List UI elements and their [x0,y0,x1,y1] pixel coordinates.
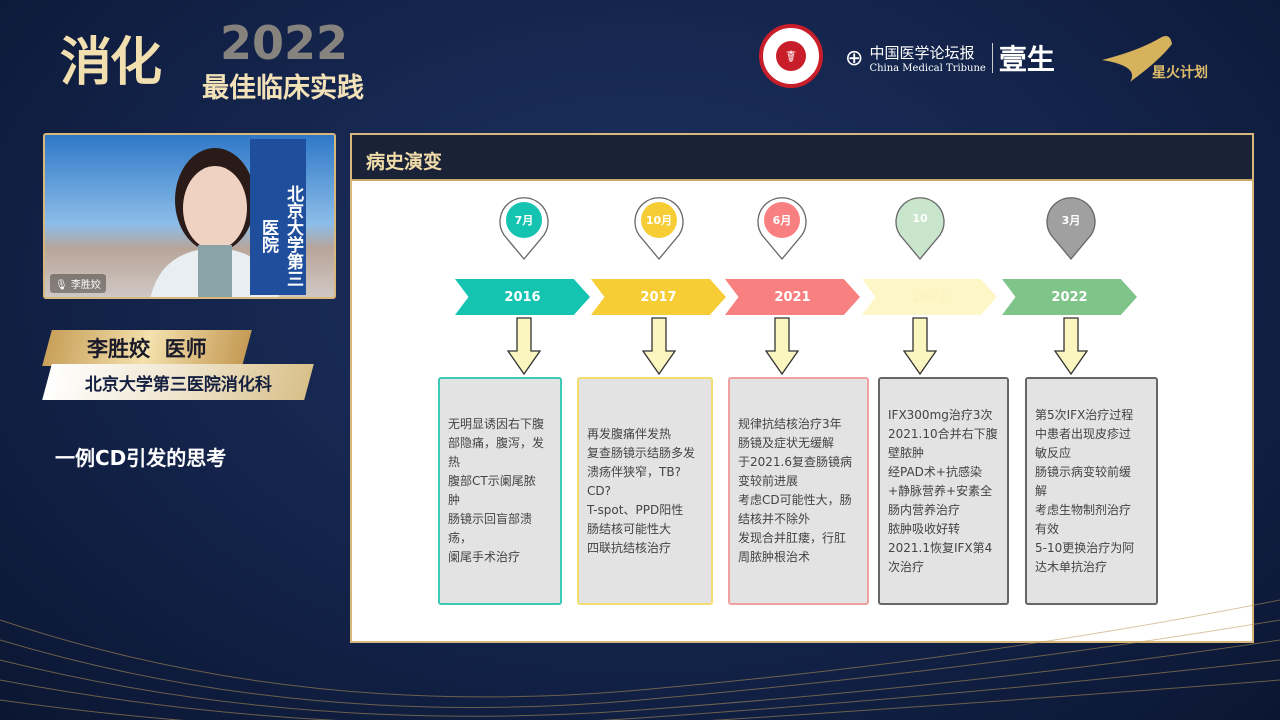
event-description: 再发腹痛伴发热 复查肠镜示结肠多发 溃疡伴狭窄，TB? CD? T-spot、P… [587,426,696,555]
timeline-year: 2017 [591,279,726,315]
timeline-month: 10月 [645,214,673,227]
timeline-year: 2021 [862,279,997,315]
map-pin-icon: 7月 [496,195,552,261]
arrow-down-icon [764,317,800,376]
event-subtitle: 最佳临床实践 [202,73,364,104]
timeline-year: 2022 [1002,279,1137,315]
arrow-down-icon [506,317,542,376]
timeline-event-box: 无明显诱因右下腹 部隐痛，腹泻，发 热 腹部CT示阑尾脓 肿 肠镜示回盲部溃 疡… [438,377,562,605]
hospital-logo: ☤ [756,24,826,92]
arrow-down-icon [1053,317,1089,376]
map-pin-icon: 10月 [631,195,687,261]
event-description: IFX300mg治疗3次 2021.10合并右下腹 壁脓肿 经PAD术+抗感染 … [888,407,998,574]
timeline-month: 7月 [514,214,534,227]
event-description: 无明显诱因右下腹 部隐痛，腹泻，发 热 腹部CT示阑尾脓 肿 肠镜示回盲部溃 疡… [448,417,545,564]
microphone-icon: 🎙 [55,280,68,291]
event-year: 2022 [220,16,349,70]
presentation-slide: 病史演变 7月 2016 无明显诱因右下腹 部隐痛，腹泻，发 热 腹部CT示阑尾脓 … [350,133,1254,643]
event-title-main: 消化 [60,32,162,93]
slide-title: 病史演变 [352,135,1252,181]
speaker-affiliation-plate: 北京大学第三医院消化科 [42,364,314,400]
timeline-month: 6月 [772,214,792,227]
timeline-year: 2021 [725,279,860,315]
timeline-month: 10 [912,212,928,225]
event-description: 规律抗结核治疗3年 肠镜及症状无缓解 于2021.6复查肠镜病 变较前进展 考虑… [738,417,852,564]
talk-topic: 一例CD引发的思考 [55,446,227,470]
map-pin-icon: 6月 [754,195,810,261]
arrow-down-icon [902,317,938,376]
timeline-event-box: 第5次IFX治疗过程 中患者出现皮疹过 敏反应 肠镜示病变较前缓 解 考虑生物制… [1025,377,1158,605]
timeline-event-box: 规律抗结核治疗3年 肠镜及症状无缓解 于2021.6复查肠镜病 变较前进展 考虑… [728,377,869,605]
hospital-banner: 北京大学第三医院 [250,139,306,295]
speaker-image [150,148,280,297]
arrow-down-icon [641,317,677,376]
timeline-event-box: 再发腹痛伴发热 复查肠镜示结肠多发 溃疡伴狭窄，TB? CD? T-spot、P… [577,377,713,605]
speaker-tag: 🎙 李胜姣 [50,274,106,293]
svg-text:☤: ☤ [786,47,797,66]
timeline-year: 2016 [455,279,590,315]
speaker-video: 北京大学第三医院 🎙 李胜姣 [43,133,336,299]
map-pin-icon: 10 [892,195,948,261]
globe-icon: ⊕ [845,45,864,71]
timeline-month: 3月 [1061,214,1081,227]
map-pin-icon: 3月 [1043,195,1099,261]
timeline-event-box: IFX300mg治疗3次 2021.10合并右下腹 壁脓肿 经PAD术+抗感染 … [878,377,1009,605]
speaker-name-plate: 李胜姣 医师 [42,330,252,366]
event-description: 第5次IFX治疗过程 中患者出现皮疹过 敏反应 肠镜示病变较前缓 解 考虑生物制… [1035,407,1135,574]
